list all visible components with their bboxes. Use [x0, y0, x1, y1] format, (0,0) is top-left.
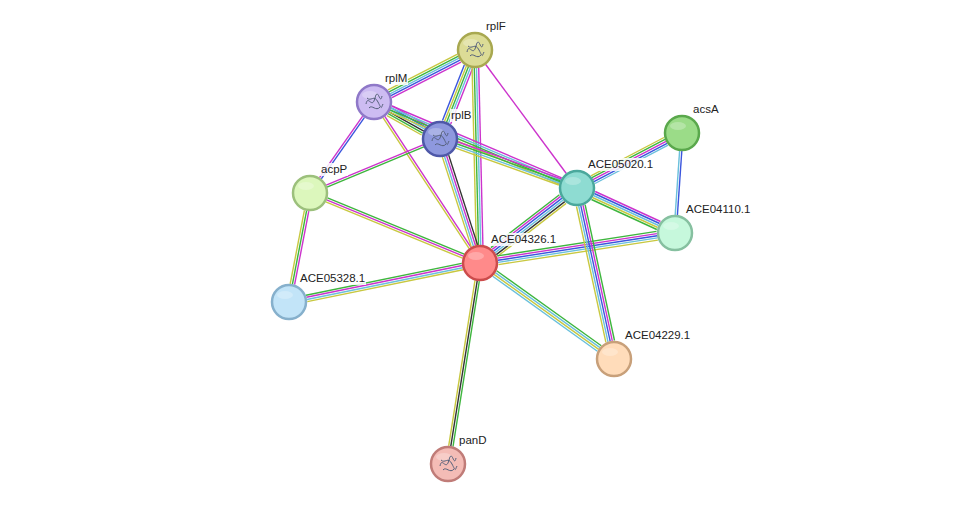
protein-node: panD	[430, 446, 466, 482]
interaction-edge	[592, 192, 661, 230]
interaction-edge	[389, 106, 561, 184]
node-label: acsA	[692, 103, 720, 116]
interaction-edge	[320, 116, 365, 179]
interaction-edge	[326, 198, 464, 258]
node-label: rplF	[485, 20, 507, 33]
protein-node: ACE04326.1	[462, 245, 498, 281]
node-label: ACE04110.1	[685, 203, 751, 216]
node-label: ACE05328.1	[299, 272, 366, 285]
protein-node: rplM	[356, 84, 392, 120]
node-circle	[596, 341, 632, 377]
protein-node: acsA	[664, 115, 700, 151]
node-circle	[356, 84, 392, 120]
interaction-edge	[449, 280, 480, 446]
interaction-edge	[443, 65, 473, 124]
node-circle	[657, 215, 693, 251]
node-circle	[559, 170, 595, 206]
node-circle	[430, 446, 466, 482]
node-circle	[462, 245, 498, 281]
interaction-edge	[675, 151, 682, 215]
node-circle	[664, 115, 700, 151]
node-label: ACE04229.1	[624, 329, 691, 342]
node-label: acpP	[320, 163, 348, 176]
interaction-edge	[442, 155, 477, 247]
protein-node: ACE04110.1	[657, 215, 693, 251]
protein-node: ACE04229.1	[596, 341, 632, 377]
interaction-edge	[486, 65, 567, 174]
protein-node: rplB	[422, 121, 458, 157]
node-label: panD	[458, 434, 488, 447]
node-circle	[457, 32, 493, 68]
node-circle	[292, 175, 328, 211]
node-label: rplB	[450, 109, 472, 122]
protein-node: rplF	[457, 32, 493, 68]
node-circle	[271, 284, 307, 320]
protein-node: ACE05020.1	[559, 170, 595, 206]
node-circle	[422, 121, 458, 157]
protein-node: ACE05328.1	[271, 284, 307, 320]
node-label: rplM	[384, 72, 408, 85]
interaction-edge	[493, 271, 602, 351]
interaction-edge	[577, 205, 615, 343]
interaction-edge	[456, 142, 561, 185]
node-label: ACE04326.1	[490, 233, 557, 246]
node-label: ACE05020.1	[587, 158, 654, 171]
protein-node: acpP	[292, 175, 328, 211]
